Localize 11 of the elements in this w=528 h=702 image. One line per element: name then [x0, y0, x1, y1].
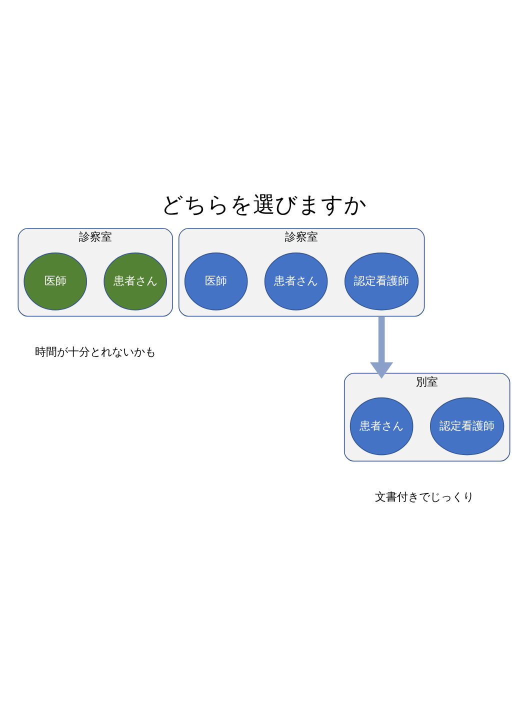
- node-ellipse: 認定看護師: [344, 252, 419, 310]
- node-circle: 医師: [184, 252, 248, 310]
- node-label: 時間が十分とれないかも: [35, 345, 156, 358]
- node-ellipse: 認定看護師: [430, 396, 504, 455]
- node-circle: 医師: [24, 252, 88, 310]
- node-circle: 患者さん: [104, 252, 168, 310]
- node-label: 文書付きでじっくり: [374, 490, 474, 504]
- diagram-title: どちらを選びますか: [161, 192, 367, 218]
- node-circle: 患者さん: [264, 252, 328, 310]
- node-circle: 患者さん: [350, 396, 414, 455]
- arrow: [370, 316, 394, 378]
